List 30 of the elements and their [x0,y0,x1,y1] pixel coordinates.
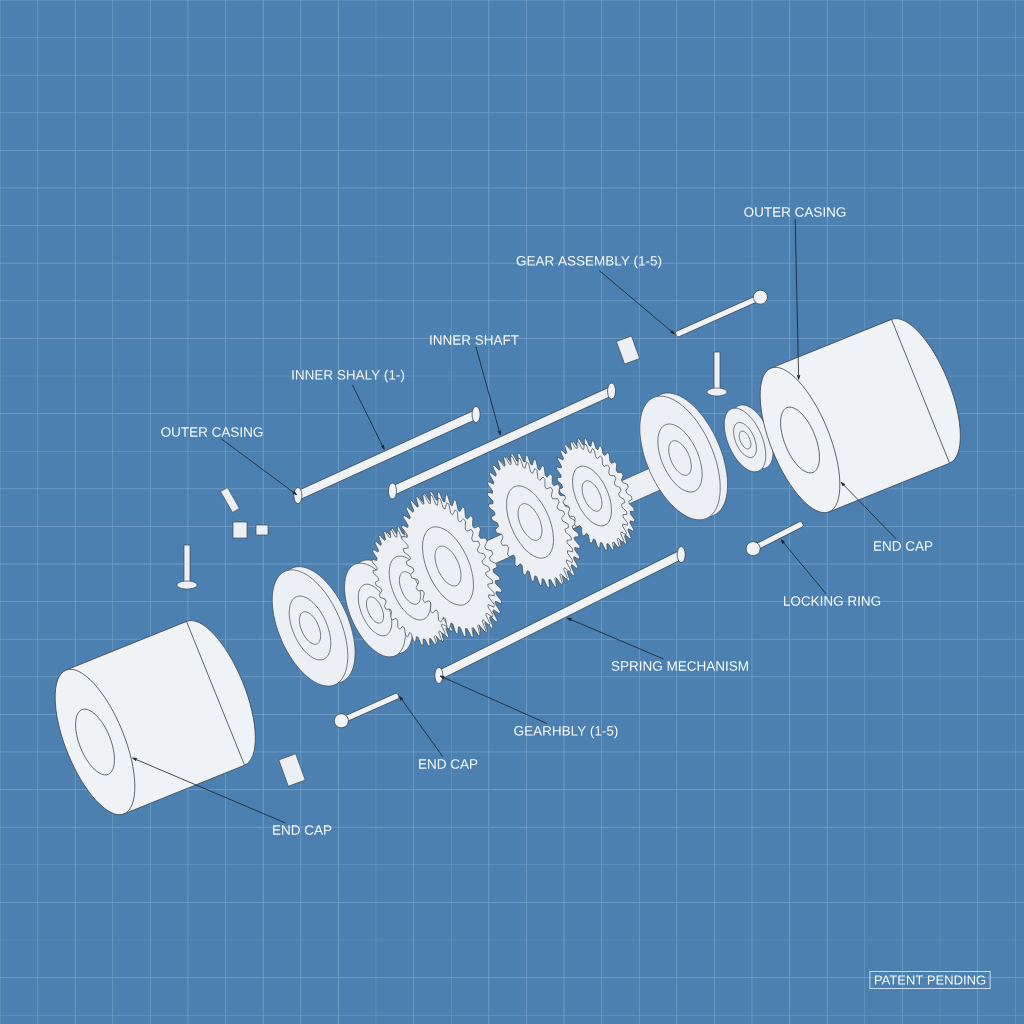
part-label: OUTER CASING [161,427,263,437]
leader-line [780,539,827,595]
part-label: GEAR ASSEMBLY (1-5) [516,255,662,269]
stamp-box: PATENT PENDING [869,970,991,990]
leader-line [221,438,298,496]
rod [388,382,616,500]
part-label: INNER SHAFT [430,335,519,345]
casing [54,620,256,816]
leader-line [132,757,286,824]
part-label: END CAP [874,541,933,551]
part-label: INNER SHALY (1-) [292,369,405,383]
screw [745,521,804,557]
part-label: OUTER CASING [744,207,846,217]
leader-line [475,346,501,436]
part-label: SPRING MECHANISM [611,661,748,671]
leader-line [598,270,675,335]
rod [293,406,481,504]
leader-line [840,481,897,540]
screw [675,289,768,338]
leader-line [439,675,548,724]
leader-line [351,384,385,450]
casing [759,318,961,514]
screw [333,692,400,729]
leader-line [399,696,444,758]
part-label: LOCKING RING [784,596,881,606]
part-label: END CAP [273,825,332,835]
leader-line [794,218,801,380]
part-label: END CAP [419,759,478,769]
part-label: GEARHBLY (1-5) [514,725,618,739]
leader-line [566,617,664,660]
